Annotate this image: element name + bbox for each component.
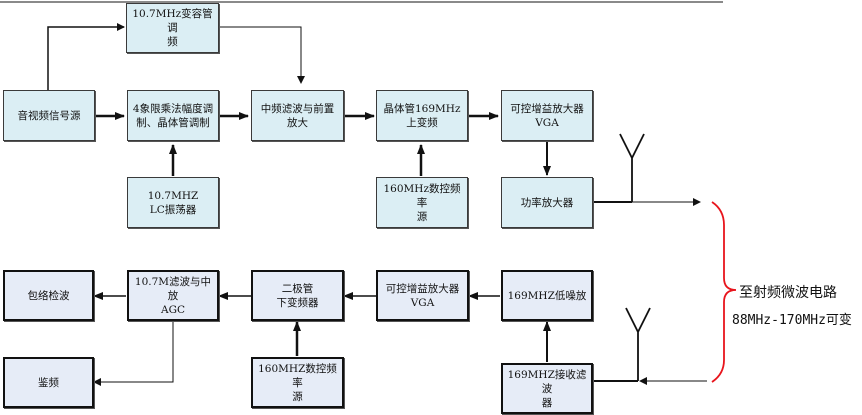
annotation-line-2: 88MHz-170MHz可变	[732, 313, 852, 328]
red-brace	[711, 201, 737, 383]
block-lc-oscillator: 10.7MHZ LC振荡器	[127, 177, 219, 228]
block-rx-vga: 可控增益放大器 VGA	[376, 270, 469, 321]
block-if-agc: 10.7M滤波与中放 AGC	[127, 270, 219, 321]
annotation-line-1: 至射频微波电路	[739, 285, 837, 301]
top-divider	[0, 1, 723, 3]
block-power-amplifier: 功率放大器	[501, 177, 593, 228]
block-envelope-detector: 包络检波	[3, 270, 94, 321]
block-tx-synthesizer: 160MHz数控频率 源	[376, 177, 468, 228]
tx-antenna	[619, 133, 645, 202]
block-rx-filter: 169MHZ接收滤波 器	[501, 363, 593, 414]
block-discriminator: 鉴频	[3, 357, 94, 408]
block-qam-modulator: 4象限乘法幅度调 制、晶体管调制	[127, 90, 219, 141]
block-upconverter: 晶体管169MHz 上变频	[376, 90, 468, 141]
wire-source-to-fm	[47, 23, 125, 90]
wire-fm-to-if	[219, 26, 305, 84]
block-lna: 169MHZ低噪放	[501, 270, 593, 321]
block-av-source: 音视频信号源	[3, 90, 95, 141]
wire-agc-to-discriminator	[93, 322, 174, 386]
block-rx-synthesizer: 160MHZ数控频率 源	[251, 357, 344, 408]
rx-antenna	[625, 307, 651, 381]
block-if-filter-preamp: 中频滤波与前置 放大	[251, 90, 344, 141]
block-diode-downconverter: 二极管 下变频器	[251, 270, 344, 321]
block-tx-vga: 可控增益放大器 VGA	[501, 90, 593, 141]
block-varactor-fm: 10.7MHz变容管调 频	[126, 3, 219, 53]
